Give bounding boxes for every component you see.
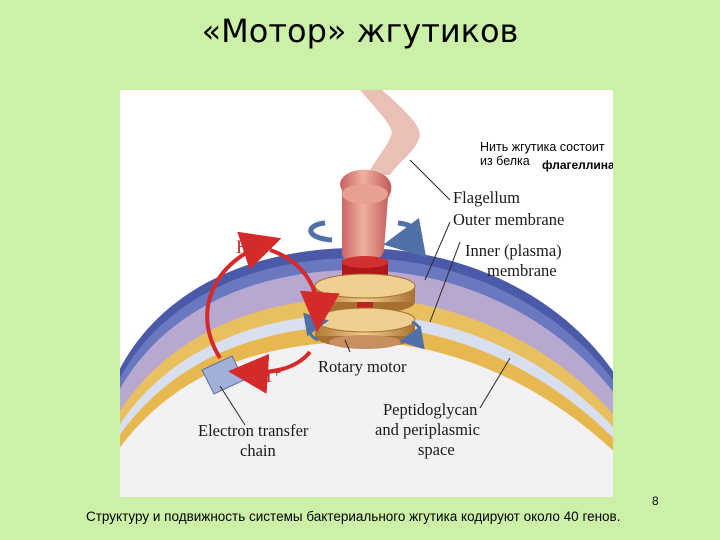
page-number: 8 (652, 494, 659, 508)
inner-membrane-label-line1: Inner (plasma) (465, 241, 562, 260)
peptidoglycan-label-line1: Peptidoglycan (383, 400, 477, 419)
slide-title: «Мотор» жгутиков (201, 12, 519, 50)
protein-note-line1: Нить жгутика состоит из белка (480, 140, 605, 168)
peptidoglycan-label-line3: space (418, 440, 455, 459)
flagellum-icon (340, 90, 420, 280)
slide-caption: Структуру и подвижность системы бактериа… (86, 509, 621, 524)
proton-flow-arrow-right (269, 248, 340, 332)
flagellar-motor-figure: H⁺ H⁺ Flagellum Outer membrane Inner (pl… (120, 90, 613, 497)
inner-membrane-label-line2: membrane (487, 261, 557, 280)
peptidoglycan-label-line2: and periplasmic (375, 420, 480, 439)
h-plus-bottom-label: H⁺ (258, 366, 282, 387)
h-plus-top-label: H⁺ (236, 237, 260, 258)
rotary-motor-label: Rotary motor (318, 357, 407, 376)
proton-flow-arrow-bottom (228, 350, 312, 394)
flagellar-motor-diagram: H⁺ H⁺ Flagellum Outer membrane Inner (pl… (120, 90, 613, 497)
cell-envelope (120, 247, 613, 497)
outer-membrane-label: Outer membrane (453, 210, 564, 229)
rotation-arrow-icon (308, 223, 415, 242)
proton-flow-arrow-top (205, 231, 282, 360)
leader-lines (219, 159, 511, 426)
electron-transfer-label-line2: chain (240, 441, 276, 460)
protein-note-line2: флагеллина (542, 158, 613, 172)
electron-transfer-label-line1: Electron transfer (198, 421, 309, 440)
flagellum-label: Flagellum (453, 188, 520, 207)
